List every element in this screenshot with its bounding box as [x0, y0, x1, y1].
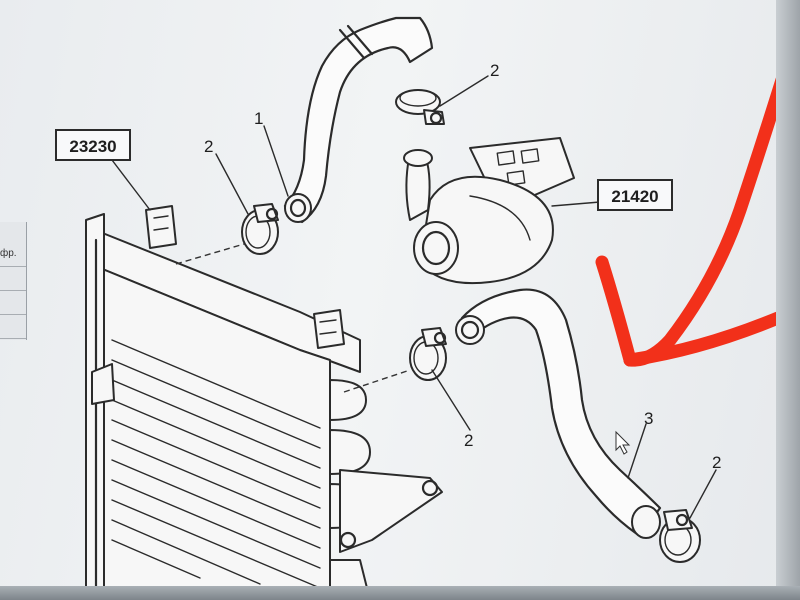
leader-dash-middle [343, 369, 411, 393]
label-2-bottom: 2 [712, 453, 721, 472]
label-2-left-clamp: 2 [204, 137, 213, 156]
annotation-arrow [595, 73, 789, 367]
hose-3 [455, 288, 662, 539]
label-2-mid: 2 [464, 431, 473, 450]
radiator [85, 205, 443, 600]
label-2-top: 2 [490, 61, 499, 80]
callout-23230-text: 23230 [69, 137, 116, 156]
mouse-cursor [615, 430, 631, 455]
label-1: 1 [254, 109, 263, 128]
turbocharger [403, 137, 601, 285]
callout-21420-text: 21420 [611, 187, 658, 206]
side-panel [0, 222, 27, 340]
callout-box-21420: 21420 [597, 179, 673, 211]
clamp-top [395, 89, 445, 125]
label-3: 3 [644, 409, 653, 428]
clamp-left [241, 203, 279, 255]
clamp-bottom [659, 509, 701, 563]
monitor-bezel-right [776, 0, 800, 600]
clamp-middle [409, 327, 447, 381]
callout-box-23230: 23230 [55, 129, 151, 211]
monitor-bezel-bottom [0, 586, 800, 600]
side-panel-text: фр. [0, 248, 17, 259]
hose-1 [283, 16, 434, 224]
leaders [215, 75, 717, 519]
leader-dash-left [175, 243, 245, 265]
